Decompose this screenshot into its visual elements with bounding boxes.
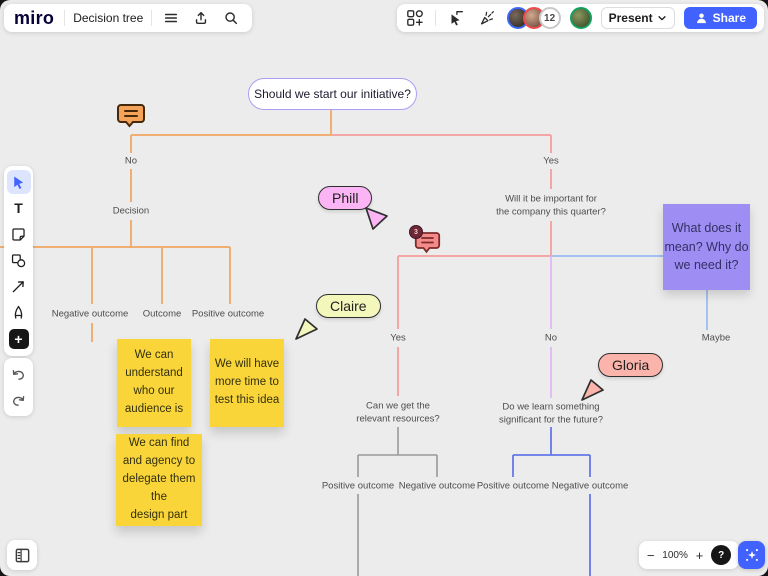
- present-dropdown[interactable]: Present: [600, 7, 675, 29]
- frames-panel-button[interactable]: [7, 540, 37, 570]
- branch-label-no[interactable]: No: [124, 155, 138, 167]
- help-button[interactable]: ?: [711, 545, 732, 565]
- leaf-negative-outcome-3[interactable]: Negative outcome: [551, 480, 629, 492]
- chevron-down-icon: [658, 16, 666, 21]
- undo-icon: [12, 369, 24, 380]
- present-label: Present: [608, 11, 653, 25]
- undo-button[interactable]: [7, 362, 31, 386]
- frames-icon: [15, 548, 29, 562]
- zoom-controls: − 100% + ?: [639, 541, 739, 569]
- share-person-icon: [696, 12, 706, 23]
- shapes-tool[interactable]: [7, 248, 31, 272]
- creation-toolbar: T +: [4, 166, 33, 356]
- hamburger-menu-icon: [165, 13, 178, 23]
- shapes-icon: [11, 253, 26, 267]
- cursor-mode-icon: [451, 11, 463, 26]
- root-question-text: Should we start our initiative?: [254, 87, 411, 101]
- cursor-gloria: Gloria: [581, 353, 664, 401]
- share-button[interactable]: Share: [683, 7, 757, 29]
- divider: [64, 10, 66, 26]
- sparkle-icon: [745, 549, 758, 561]
- sticky-note-agency[interactable]: We can find and agency to delegate them …: [116, 434, 202, 526]
- branch-label-no-2[interactable]: No: [544, 332, 558, 344]
- arrow-line-icon: [12, 280, 24, 292]
- question-future[interactable]: Do we learn something significant for th…: [498, 401, 604, 426]
- cursor-gloria-name: Gloria: [598, 353, 664, 377]
- cursor-gloria-pointer: [581, 379, 604, 401]
- leaf-positive-outcome-3[interactable]: Positive outcome: [476, 480, 550, 492]
- cursor-claire-pointer: [295, 318, 318, 340]
- header-left-panel: miro Decision tree: [4, 4, 253, 32]
- branch-label-yes-2[interactable]: Yes: [390, 332, 406, 344]
- share-label: Share: [712, 11, 746, 25]
- root-question-node[interactable]: Should we start our initiative?: [248, 78, 417, 110]
- redo-button[interactable]: [7, 388, 31, 412]
- comment-icon-pink[interactable]: 3: [409, 225, 441, 255]
- cursor-phill: Phill: [318, 186, 388, 230]
- reactions-button[interactable]: [476, 7, 498, 29]
- branch-label-yes[interactable]: Yes: [543, 155, 559, 167]
- arrow-tool[interactable]: [7, 274, 31, 298]
- reactions-icon: [480, 11, 494, 25]
- sticky-note-audience[interactable]: We can understand who our audience is: [117, 339, 191, 427]
- leaf-negative-outcome-1[interactable]: Negative outcome: [51, 308, 129, 320]
- search-icon: [225, 12, 238, 25]
- sticky-note-icon: [12, 227, 25, 241]
- pen-tool[interactable]: [7, 300, 31, 324]
- header-right-panel: 12 Present Share: [396, 4, 764, 32]
- comment-icon-orange[interactable]: [116, 103, 146, 130]
- pen-icon: [14, 305, 23, 319]
- select-arrow-icon: [14, 176, 24, 189]
- cursor-phill-name: Phill: [318, 186, 373, 210]
- apps-button[interactable]: [404, 7, 426, 29]
- sticky-note-tool[interactable]: [7, 222, 31, 246]
- leaf-positive-outcome-1[interactable]: Positive outcome: [191, 308, 265, 320]
- export-icon: [196, 11, 207, 25]
- add-tools-button[interactable]: +: [8, 329, 29, 349]
- zoom-level[interactable]: 100%: [662, 549, 688, 561]
- text-tool-icon: T: [14, 200, 23, 216]
- main-menu-button[interactable]: [160, 7, 182, 29]
- node-label-decision[interactable]: Decision: [112, 205, 150, 217]
- sticky-note-time[interactable]: We will have more time to test this idea: [210, 339, 284, 427]
- question-quarter[interactable]: Will it be important for the company thi…: [496, 193, 606, 218]
- cursor-phill-pointer: [365, 207, 388, 230]
- apps-icon: [406, 10, 423, 26]
- comment-count-badge: 3: [409, 225, 423, 239]
- history-toolbar: [4, 358, 33, 416]
- select-tool[interactable]: [6, 170, 31, 194]
- question-resources[interactable]: Can we get the relevant resources?: [356, 400, 440, 425]
- divider: [151, 10, 153, 26]
- collaborator-count-badge[interactable]: 12: [538, 7, 561, 29]
- text-tool[interactable]: T: [7, 196, 31, 220]
- avatar-current-user[interactable]: [569, 7, 592, 29]
- avatar-stack[interactable]: 12: [506, 7, 561, 29]
- search-button[interactable]: [220, 7, 242, 29]
- export-button[interactable]: [190, 7, 212, 29]
- zoom-in-button[interactable]: +: [695, 547, 704, 563]
- leaf-negative-outcome-2[interactable]: Negative outcome: [398, 480, 476, 492]
- cursor-claire-name: Claire: [316, 294, 381, 318]
- plus-icon: +: [14, 331, 23, 347]
- board-title[interactable]: Decision tree: [73, 11, 144, 25]
- branch-label-maybe[interactable]: Maybe: [701, 332, 731, 344]
- collaborator-cursors-toggle[interactable]: [445, 7, 467, 29]
- zoom-out-button[interactable]: −: [646, 547, 655, 563]
- redo-icon: [13, 395, 25, 406]
- miro-logo[interactable]: miro: [14, 7, 55, 28]
- leaf-positive-outcome-2[interactable]: Positive outcome: [321, 480, 395, 492]
- cursor-claire: Claire: [295, 294, 381, 340]
- ai-assistant-button[interactable]: [738, 541, 765, 569]
- divider: [434, 10, 436, 26]
- purple-note[interactable]: What does it mean? Why do we need it?: [663, 204, 750, 290]
- leaf-outcome-1[interactable]: Outcome: [142, 308, 182, 320]
